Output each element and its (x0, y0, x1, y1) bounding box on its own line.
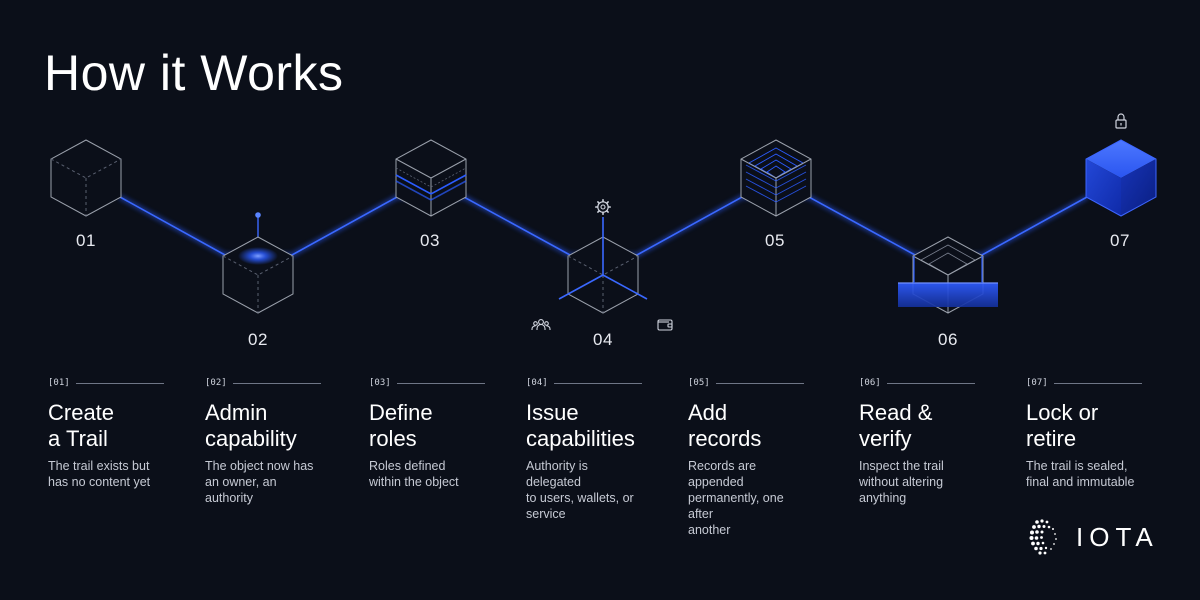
step-title: Create a Trail (48, 400, 115, 451)
step-description: Roles defined within the object (369, 459, 459, 489)
gear-icon (595, 199, 611, 215)
cube-04 (558, 217, 648, 314)
step-description: The object now has an owner, an authorit… (205, 459, 314, 505)
step-tag: [07] (1026, 376, 1142, 390)
step-card-04: [04] Issue capabilities Authority is del… (526, 376, 642, 522)
step-title: Define roles (369, 400, 433, 451)
step-description: Inspect the trail without altering anyth… (859, 459, 944, 505)
iota-logo-text: IOTA (1076, 521, 1159, 552)
step-number-07: 07 (1110, 231, 1130, 250)
divider (1053, 382, 1142, 384)
iota-logo-mark (1029, 519, 1057, 555)
step-description: The trail exists but has no content yet (48, 459, 151, 489)
lock-icon (1115, 113, 1127, 129)
step-title: Issue capabilities (526, 400, 635, 451)
step-tag-label: [06] (859, 378, 881, 388)
users-icon (531, 319, 551, 330)
divider (553, 382, 642, 384)
step-description: Records are appended permanently, one af… (688, 459, 784, 537)
step-tag-label: [04] (526, 378, 548, 388)
step-tag-label: [02] (205, 378, 227, 388)
step-tag-label: [01] (48, 378, 70, 388)
step-tag-label: [03] (369, 378, 391, 388)
wallet-icon (657, 319, 673, 331)
step-tag-label: [05] (688, 378, 710, 388)
cube-05 (740, 139, 812, 217)
cube-01 (50, 139, 122, 217)
step-card-02: [02] Admin capability The object now has… (205, 376, 321, 506)
divider (232, 382, 321, 384)
step-card-03: [03] Define roles Roles defined within t… (369, 376, 485, 490)
cube-07 (1085, 139, 1157, 217)
step-number-05: 05 (765, 231, 785, 250)
step-title: Add records (688, 400, 762, 451)
divider (396, 382, 485, 384)
divider (75, 382, 164, 384)
step-card-01: [01] Create a Trail The trail exists but… (48, 376, 164, 490)
step-card-07: [07] Lock or retire The trail is sealed,… (1026, 376, 1142, 490)
step-title: Admin capability (205, 400, 297, 451)
step-description: The trail is sealed, final and immutable (1026, 459, 1135, 489)
step-number-06: 06 (938, 330, 958, 349)
page-title: How it Works (44, 45, 344, 101)
step-tag-label: [07] (1026, 378, 1048, 388)
step-number-04: 04 (593, 330, 613, 349)
step-tag: [02] (205, 376, 321, 390)
step-number-03: 03 (420, 231, 440, 250)
divider (715, 382, 804, 384)
step-tag: [05] (688, 376, 804, 390)
step-tag: [01] (48, 376, 164, 390)
steps-diagram (50, 113, 1157, 331)
divider (886, 382, 975, 384)
step-tag: [03] (369, 376, 485, 390)
step-title: Lock or retire (1026, 400, 1099, 451)
iota-logo: IOTA (1028, 518, 1159, 556)
step-description: Authority is delegated to users, wallets… (526, 459, 634, 521)
cube-06 (898, 236, 998, 314)
step-tag: [06] (859, 376, 975, 390)
cube-02 (222, 212, 294, 314)
step-card-06: [06] Read & verify Inspect the trail wit… (859, 376, 975, 506)
cube-03 (395, 139, 467, 217)
step-number-01: 01 (76, 231, 96, 250)
step-card-05: [05] Add records Records are appended pe… (688, 376, 804, 538)
step-tag: [04] (526, 376, 642, 390)
step-title: Read & verify (859, 400, 933, 451)
step-number-02: 02 (248, 330, 268, 349)
